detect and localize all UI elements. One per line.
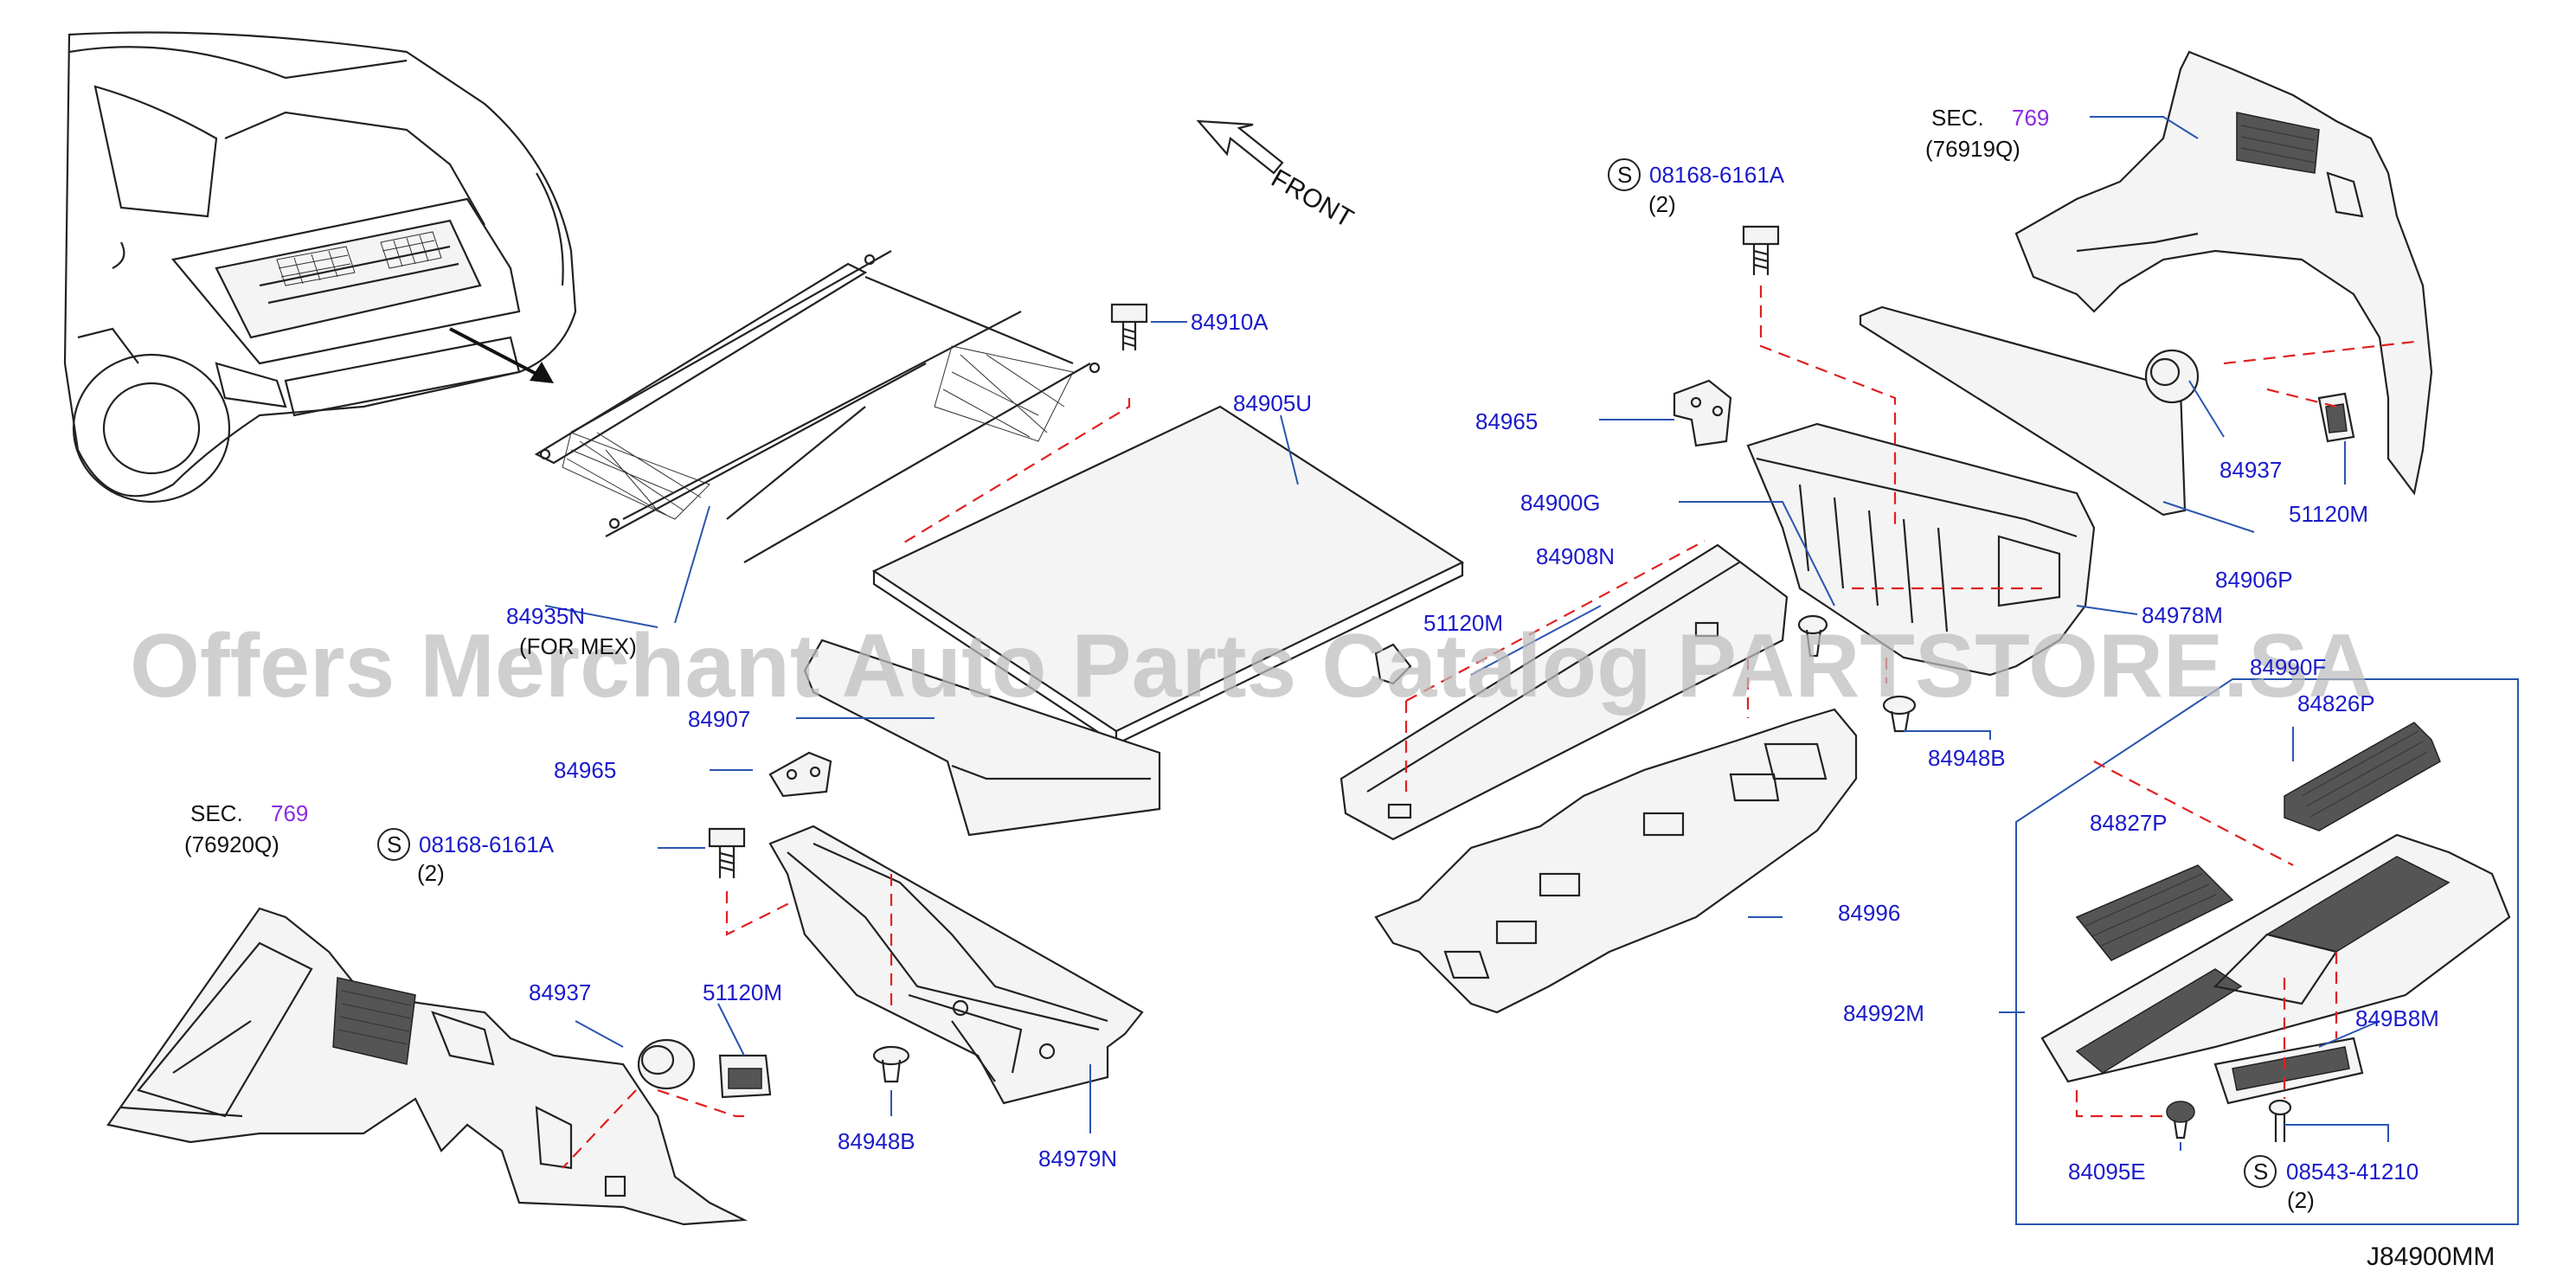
part-bracket-849B8M	[2213, 1037, 2364, 1105]
label-84937-right: 84937	[2219, 457, 2282, 483]
screw-symbol: S	[387, 831, 401, 857]
diagram-id: J84900MM	[2367, 1242, 2495, 1271]
part-floor-84908N	[1339, 543, 1789, 841]
screw-qty: (2)	[1648, 191, 1676, 217]
clip-84948B-center	[1882, 695, 1917, 733]
bracket-84965-right	[1673, 379, 1732, 447]
section-ref-left: SEC. 769 (76920Q)	[184, 800, 308, 857]
part-tray-84907	[803, 639, 1161, 837]
part-sill-84992M	[2040, 833, 2511, 1083]
screw-bottom-right	[2268, 1099, 2292, 1142]
sec-number: 769	[2012, 105, 2049, 131]
front-label: FRONT	[1267, 164, 1359, 233]
screw-symbol-icon	[377, 828, 410, 861]
section-ref-right: SEC. 769 (76919Q)	[1925, 105, 2049, 162]
front-direction-arrow: FRONT	[1196, 119, 1359, 234]
vehicle-rear-illustration	[63, 31, 577, 504]
part-labels: 84910A 84905U 84965 84900G 84908N 51120M…	[506, 309, 2439, 1184]
sec-number: 769	[271, 800, 308, 826]
inset-frame	[2015, 678, 2519, 1225]
leader-lines	[544, 116, 2389, 1151]
label-84905U: 84905U	[1233, 390, 1312, 416]
direction-arrow	[449, 327, 550, 382]
bolt-84910A	[1110, 303, 1148, 350]
grommet-84937-left	[637, 1038, 696, 1090]
part-floor-84996	[1374, 708, 1858, 1014]
label-84965-left: 84965	[554, 757, 616, 783]
part-side-trim-right	[2014, 50, 2433, 496]
lamp-51120M-left	[718, 1054, 772, 1099]
part-cover-84978M	[1746, 422, 2096, 677]
label-84990F: 84990F	[2250, 654, 2326, 680]
label-84948B-left: 84948B	[838, 1128, 915, 1154]
label-for-mex: (FOR MEX)	[519, 633, 637, 659]
cargo-net-small	[259, 231, 459, 305]
screw-callout-left: S 08168-6161A (2)	[377, 828, 555, 886]
screw-callout-top: S 08168-6161A (2)	[1608, 158, 1785, 217]
clip-51120M-center	[1374, 643, 1412, 685]
sec-prefix: SEC.	[190, 800, 243, 826]
label-51120M-center: 51120M	[1423, 610, 1503, 636]
label-84992M: 84992M	[1843, 1000, 1924, 1026]
label-84827P: 84827P	[2090, 810, 2168, 836]
sec-prefix: SEC.	[1931, 105, 1984, 131]
label-51120M-right: 51120M	[2289, 501, 2368, 527]
part-plate-84826P	[2284, 722, 2441, 831]
label-849B8M: 849B8M	[2355, 1005, 2439, 1031]
screw-qty: (2)	[2287, 1187, 2315, 1213]
lamp-51120M-right	[2317, 392, 2355, 443]
label-84826P: 84826P	[2297, 690, 2375, 716]
bolt-left	[708, 827, 746, 878]
part-plate-84827P	[2075, 864, 2234, 961]
bolt-top-center	[1742, 225, 1780, 275]
label-84935N: 84935N	[506, 603, 585, 629]
clip-84948B-left	[872, 1045, 910, 1083]
screw-callout-bottom: S 08543-41210 (2)	[2244, 1155, 2419, 1213]
label-84900G: 84900G	[1520, 490, 1601, 516]
screw-part: 08168-6161A	[1649, 162, 1785, 188]
label-84979N: 84979N	[1038, 1146, 1117, 1172]
label-84948B-center: 84948B	[1928, 745, 2006, 771]
label-84095E: 84095E	[2068, 1159, 2146, 1184]
bracket-84965-left	[768, 751, 832, 798]
part-side-trim-left	[106, 907, 748, 1226]
label-84910A: 84910A	[1191, 309, 1269, 335]
label-84996: 84996	[1838, 900, 1900, 926]
grommet-84937-right	[2144, 349, 2200, 404]
label-51120M-left: 51120M	[703, 979, 782, 1005]
assembly-lines	[562, 286, 2415, 1169]
label-84906P: 84906P	[2215, 567, 2293, 593]
screw-symbol: S	[2253, 1159, 2268, 1184]
part-trim-84906P	[1859, 305, 2187, 517]
screw-part: 08168-6161A	[419, 831, 555, 857]
part-cargo-net	[534, 250, 1101, 563]
screw-qty: (2)	[417, 860, 445, 886]
clip-84990F	[1797, 614, 1828, 658]
label-84978M: 84978M	[2142, 602, 2223, 628]
label-84907: 84907	[688, 706, 750, 732]
clip-84095E	[2166, 1101, 2195, 1140]
sec-code: (76919Q)	[1925, 136, 2020, 162]
screw-symbol: S	[1617, 162, 1632, 188]
label-84937-left: 84937	[529, 979, 591, 1005]
label-84965-right: 84965	[1475, 408, 1538, 434]
screw-symbol-icon	[1608, 158, 1641, 191]
screw-symbol-icon	[2244, 1155, 2277, 1188]
watermark-text: Offers Merchant Auto Parts Catalog PARTS…	[130, 616, 2374, 716]
label-84908N: 84908N	[1536, 543, 1615, 569]
part-storage-box-84979N	[768, 825, 1144, 1105]
screw-part: 08543-41210	[2286, 1159, 2419, 1184]
sec-code: (76920Q)	[184, 831, 279, 857]
